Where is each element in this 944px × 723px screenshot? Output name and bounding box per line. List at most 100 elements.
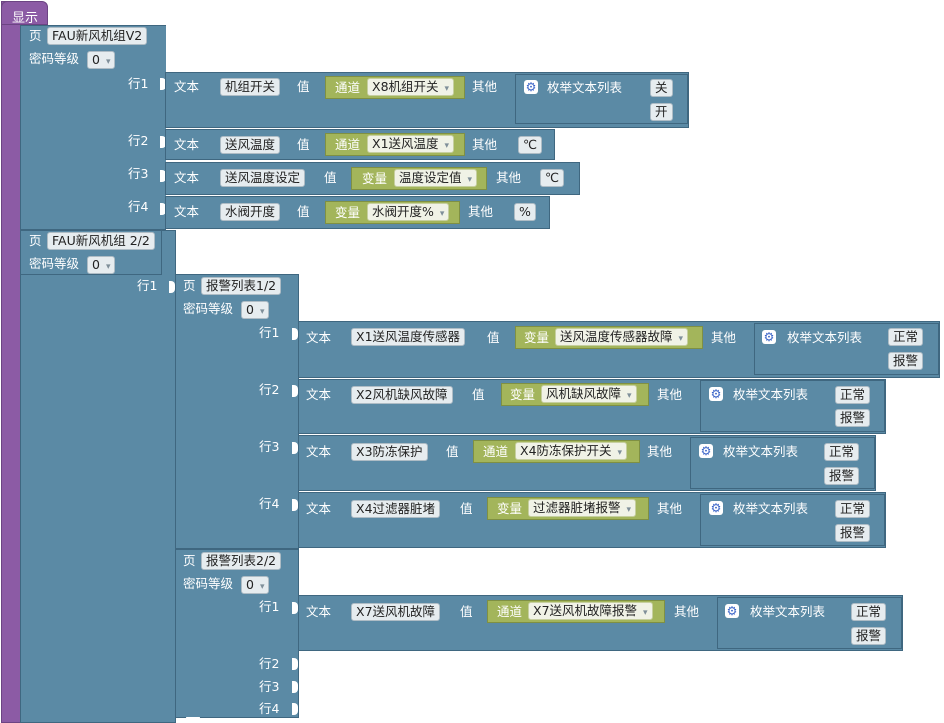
row-connector — [292, 602, 298, 614]
row-connector — [160, 170, 166, 182]
enum-value-field[interactable]: 关 — [650, 79, 673, 97]
value-label: 值 — [297, 204, 310, 219]
gear-icon[interactable]: ⚙ — [699, 444, 713, 458]
page-name-field[interactable]: 报警列表2/2 — [201, 552, 282, 570]
source-dropdown[interactable]: 水阀开度% — [367, 203, 450, 221]
row-connector[interactable] — [292, 703, 298, 715]
text-field[interactable]: X1送风温度传感器 — [351, 328, 466, 346]
display-block[interactable] — [1, 1, 21, 723]
text-field[interactable]: 送风温度设定 — [220, 169, 306, 187]
text-field[interactable]: 水阀开度 — [220, 203, 281, 221]
other-label: 其他 — [657, 501, 683, 516]
other-value-field[interactable]: ℃ — [540, 169, 565, 187]
text-field[interactable]: X3防冻保护 — [351, 443, 428, 461]
enum-value-field[interactable]: 报警 — [851, 627, 887, 645]
gear-icon[interactable]: ⚙ — [709, 387, 723, 401]
row-connector — [292, 328, 298, 340]
other-label: 其他 — [647, 444, 673, 459]
row-connector[interactable] — [292, 658, 298, 670]
text-field[interactable]: X4过滤器脏堵 — [351, 500, 441, 518]
password-level-label: 密码等级 — [29, 256, 80, 271]
page-name-field[interactable]: FAU新风机组 2/2 — [47, 232, 155, 250]
row-label: 行4 — [259, 701, 280, 716]
source-type-label: 通道 — [335, 80, 361, 95]
enum-value-field[interactable]: 正常 — [835, 500, 871, 518]
display-block-hat[interactable]: 显示 — [1, 1, 48, 26]
source-dropdown[interactable]: 过滤器脏堵报警 — [528, 499, 637, 517]
value-label: 值 — [460, 501, 473, 516]
other-value-field[interactable]: ℃ — [518, 136, 543, 154]
password-level-dropdown[interactable]: 0 — [87, 256, 116, 274]
source-dropdown[interactable]: X8机组开关 — [367, 78, 455, 96]
enum-value-field[interactable]: 报警 — [824, 467, 860, 485]
row-connector[interactable] — [292, 681, 298, 693]
source-type-label: 变量 — [362, 171, 388, 186]
text-label: 文本 — [174, 170, 200, 185]
other-label: 其他 — [472, 137, 498, 152]
enum-value-field[interactable]: 正常 — [851, 603, 887, 621]
text-label: 文本 — [306, 604, 332, 619]
row-label: 行1 — [259, 599, 280, 614]
subpage-block-2[interactable] — [175, 549, 299, 718]
row-label: 行1 — [259, 325, 280, 340]
source-dropdown[interactable]: 风机缺风故障 — [541, 385, 637, 403]
password-level-dropdown[interactable]: 0 — [241, 301, 270, 319]
text-field[interactable]: 送风温度 — [220, 136, 281, 154]
source-type-label: 通道 — [483, 444, 509, 459]
source-dropdown[interactable]: X4防冻保护开关 — [515, 442, 628, 460]
enum-value-field[interactable]: 正常 — [888, 328, 924, 346]
password-level-dropdown[interactable]: 0 — [87, 51, 116, 69]
enum-value-field[interactable]: 报警 — [835, 409, 871, 427]
password-level-dropdown[interactable]: 0 — [241, 576, 270, 594]
enum-list-label: 枚举文本列表 — [733, 501, 809, 516]
value-label: 值 — [324, 170, 337, 185]
gear-icon[interactable]: ⚙ — [524, 80, 538, 94]
value-label: 值 — [297, 79, 310, 94]
page-block-2[interactable] — [20, 230, 176, 723]
enum-list-label: 枚举文本列表 — [787, 330, 863, 345]
row-label: 行4 — [259, 496, 280, 511]
source-type-label: 变量 — [510, 387, 536, 402]
row-connector — [292, 499, 298, 511]
source-dropdown[interactable]: 温度设定值 — [394, 169, 478, 187]
enum-list-label: 枚举文本列表 — [547, 80, 623, 95]
text-field[interactable]: X7送风机故障 — [351, 603, 441, 621]
row-connector — [292, 385, 298, 397]
enum-list-label: 枚举文本列表 — [750, 604, 826, 619]
gear-icon[interactable]: ⚙ — [709, 501, 723, 515]
gear-icon[interactable]: ⚙ — [762, 330, 776, 344]
enum-value-field[interactable]: 报警 — [888, 352, 924, 370]
page-name-field[interactable]: 报警列表1/2 — [201, 277, 282, 295]
row-connector — [169, 281, 175, 293]
subpage-block-1[interactable] — [175, 274, 299, 549]
value-label: 值 — [472, 387, 485, 402]
enum-value-field[interactable]: 开 — [650, 103, 673, 121]
text-label: 文本 — [174, 79, 200, 94]
enum-value-field[interactable]: 正常 — [824, 443, 860, 461]
row-connector — [160, 78, 166, 90]
page-label: 页 — [183, 553, 196, 568]
text-label: 文本 — [306, 387, 332, 402]
other-value-field[interactable]: % — [514, 203, 536, 221]
text-field[interactable]: 机组开关 — [220, 78, 281, 96]
row-label: 行3 — [128, 166, 149, 181]
enum-value-field[interactable]: 报警 — [835, 524, 871, 542]
password-level-label: 密码等级 — [29, 51, 80, 66]
source-dropdown[interactable]: 送风温度传感器故障 — [555, 328, 689, 346]
row-connector — [160, 136, 166, 148]
other-label: 其他 — [657, 387, 683, 402]
other-label: 其他 — [711, 330, 737, 345]
text-field[interactable]: X2风机缺风故障 — [351, 386, 453, 404]
source-dropdown[interactable]: X1送风温度 — [367, 135, 455, 153]
source-dropdown[interactable]: X7送风机故障报警 — [528, 602, 653, 620]
value-label: 值 — [460, 604, 473, 619]
row-label: 行3 — [259, 679, 280, 694]
page-name-field[interactable]: FAU新风机组V2 — [47, 27, 148, 45]
other-label: 其他 — [496, 170, 522, 185]
gear-icon[interactable]: ⚙ — [725, 604, 739, 618]
row-label: 行2 — [259, 382, 280, 397]
other-label: 其他 — [472, 79, 498, 94]
row-connector — [292, 442, 298, 454]
text-label: 文本 — [306, 501, 332, 516]
enum-value-field[interactable]: 正常 — [835, 386, 871, 404]
